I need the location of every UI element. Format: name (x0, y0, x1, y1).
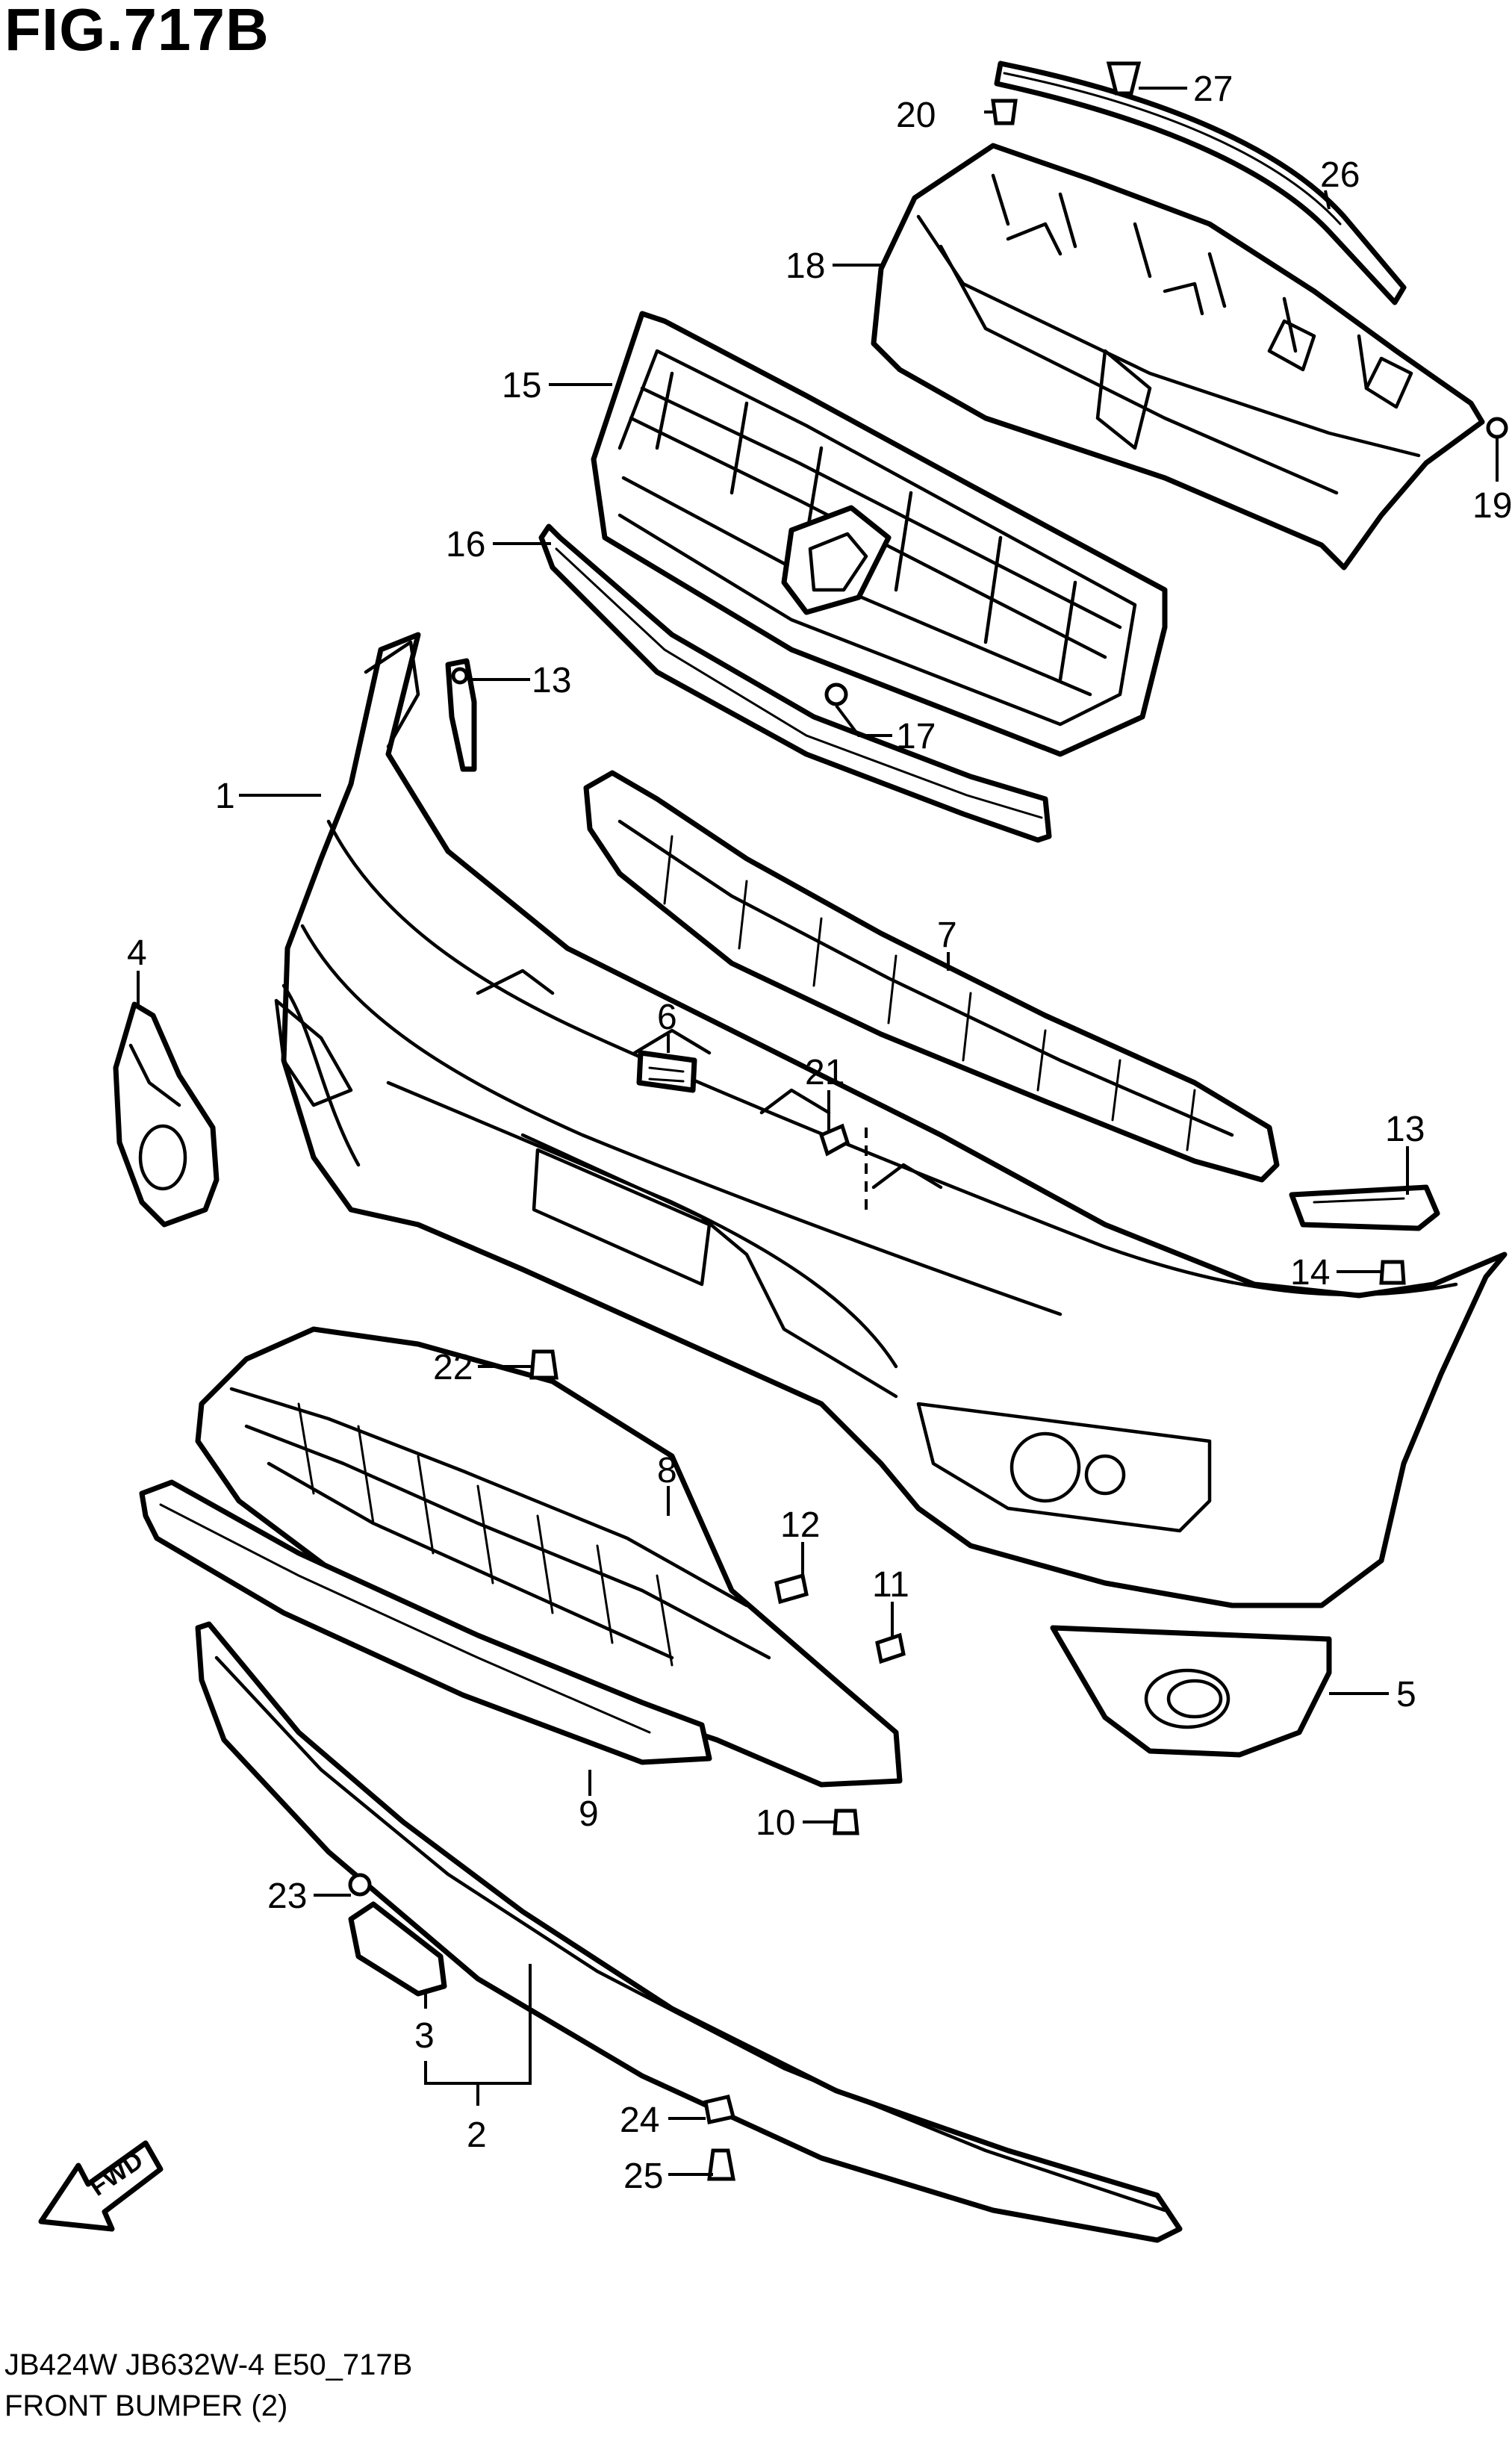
part-grille-upper-member (871, 143, 1485, 570)
callout-14: 14 (1290, 1253, 1330, 1293)
part-lower-garnish-strip (139, 1479, 712, 1765)
callout-3: 3 (414, 2016, 435, 2056)
part-fog-lamp-cover-right (1050, 1625, 1332, 1758)
callout-25: 25 (623, 2157, 663, 2196)
part-radiator-grille (591, 311, 1168, 757)
part-bumper-side-bracket-right (1289, 1184, 1440, 1231)
callout-19: 19 (1472, 486, 1512, 526)
part-skid-plate-side (348, 1901, 447, 1997)
callout-17: 17 (896, 717, 936, 756)
callout-18: 18 (785, 246, 825, 286)
part-clip-strip (636, 1050, 697, 1093)
callout-10: 10 (756, 1803, 795, 1843)
leader-lines (137, 87, 1499, 2176)
callout-1: 1 (215, 777, 235, 816)
part-grille-garnish-strip (538, 523, 1052, 843)
callout-labels: 20 27 26 18 19 15 16 13 17 1 4 7 6 21 13… (127, 69, 1512, 2196)
part-skid-plate-lower (195, 1621, 1183, 2243)
callout-21: 21 (805, 1053, 844, 1092)
fastener-10 (833, 1809, 859, 1835)
part-bumper-side-bracket-left (445, 658, 477, 772)
figure-model-code: JB424W JB632W-4 E50_717B (4, 2348, 413, 2381)
fastener-20 (991, 99, 1018, 125)
fastener-25 (707, 2148, 736, 2181)
part-front-bumper-absorber (583, 770, 1280, 1183)
callout-2: 2 (467, 2115, 487, 2155)
callout-13-right: 13 (1385, 1110, 1425, 1149)
figure-title: FIG.717B (4, 0, 270, 63)
fastener-11 (875, 1632, 906, 1664)
fastener-17 (824, 682, 848, 706)
callout-9: 9 (579, 1794, 599, 1834)
fastener-24 (703, 2095, 736, 2124)
callout-11: 11 (872, 1565, 909, 1605)
part-front-bumper-cover (274, 632, 1508, 1608)
callout-23: 23 (267, 1876, 307, 1916)
callout-20: 20 (896, 96, 936, 135)
part-fog-lamp-cover-left (113, 1001, 220, 1228)
callout-13-left: 13 (532, 661, 571, 700)
fastener-12 (774, 1573, 809, 1605)
fastener-21 (818, 1123, 850, 1157)
callout-7: 7 (937, 915, 957, 955)
callout-27: 27 (1193, 69, 1233, 109)
fastener-14 (1379, 1260, 1406, 1285)
callout-6: 6 (657, 998, 677, 1037)
callout-16: 16 (446, 525, 485, 565)
callout-8: 8 (657, 1451, 677, 1490)
callout-24: 24 (620, 2101, 659, 2140)
fastener-27 (1106, 61, 1142, 96)
callout-4: 4 (127, 933, 147, 973)
callout-5: 5 (1396, 1675, 1416, 1714)
fastener-23 (348, 1873, 372, 1897)
callout-12: 12 (780, 1505, 820, 1545)
fastener-19 (1486, 417, 1508, 439)
fasteners (348, 61, 1508, 2181)
figure-group-name: FRONT BUMPER (2) (4, 2389, 288, 2422)
callout-15: 15 (502, 366, 541, 405)
callout-22: 22 (433, 1348, 473, 1387)
callout-26: 26 (1320, 155, 1360, 195)
part-upper-seal-strip (994, 60, 1407, 305)
fastener-22 (529, 1349, 559, 1380)
forward-direction-arrow (38, 2140, 164, 2232)
